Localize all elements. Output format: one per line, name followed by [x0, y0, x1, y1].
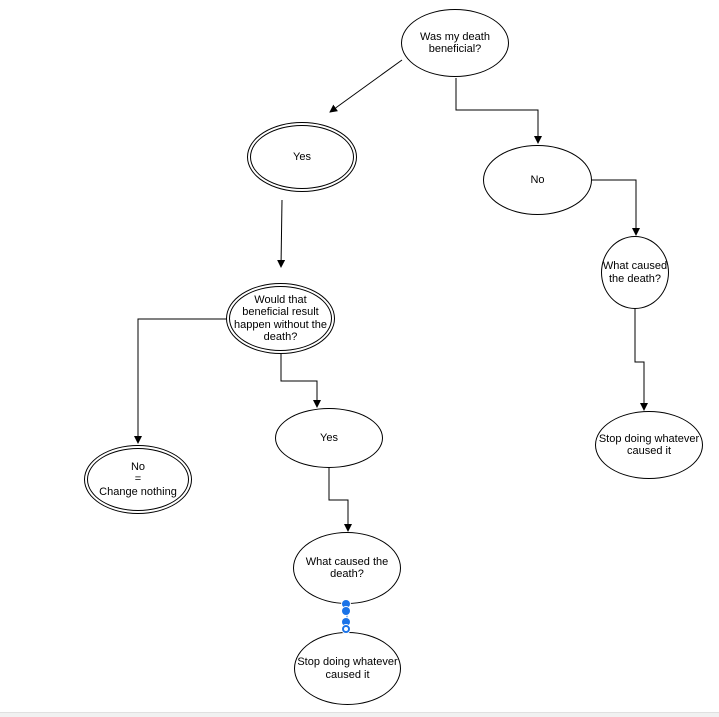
canvas-bottom-bar — [0, 712, 719, 717]
node-label: No = Change nothing — [99, 460, 177, 498]
edge-yes-to-q-without-death[interactable] — [277, 199, 286, 268]
node-label: No — [530, 173, 545, 186]
node-label: What caused the death? — [305, 555, 389, 581]
edge-handle-mid[interactable] — [342, 607, 350, 615]
edge-q-without-death-to-yes[interactable] — [280, 354, 321, 408]
node-stop-doing-whatever-right[interactable]: Stop doing whatever caused it — [595, 411, 703, 479]
edge-handle-end[interactable] — [342, 625, 350, 633]
node-what-caused-death-left[interactable]: What caused the death? — [293, 532, 401, 604]
edge-no-to-q-cause-right[interactable] — [591, 179, 640, 236]
node-no-change-nothing[interactable]: No = Change nothing — [87, 448, 189, 511]
node-yes-beneficial[interactable]: Yes — [250, 125, 354, 189]
node-label: Stop doing whatever caused it — [598, 432, 700, 458]
node-was-my-death-beneficial[interactable]: Was my death beneficial? — [401, 9, 509, 77]
edge-q-beneficial-to-no[interactable] — [455, 78, 542, 144]
node-label: What caused the death? — [602, 260, 668, 285]
edge-handle-mid-lower[interactable] — [342, 618, 350, 626]
node-label: Yes — [293, 150, 311, 163]
node-label: Stop doing whatever caused it — [297, 656, 398, 681]
node-label: Yes — [320, 431, 338, 444]
node-no-beneficial[interactable]: No — [483, 145, 592, 215]
node-would-result-happen-without-death[interactable]: Would that beneficial result happen with… — [229, 286, 332, 351]
edge-handle-start[interactable] — [342, 600, 350, 608]
node-yes-without-death[interactable]: Yes — [275, 408, 383, 468]
edge-q-cause-right-to-stop-right[interactable] — [634, 309, 648, 411]
edge-q-beneficial-to-yes[interactable] — [329, 59, 403, 113]
edge-yes-to-q-cause-left[interactable] — [328, 468, 352, 532]
edge-q-without-death-to-no-change[interactable] — [134, 318, 228, 444]
node-stop-doing-whatever-left[interactable]: Stop doing whatever caused it — [294, 632, 401, 705]
node-what-caused-death-right[interactable]: What caused the death? — [601, 236, 669, 309]
node-label: Was my death beneficial? — [420, 30, 490, 56]
node-label: Would that beneficial result happen with… — [234, 293, 327, 344]
